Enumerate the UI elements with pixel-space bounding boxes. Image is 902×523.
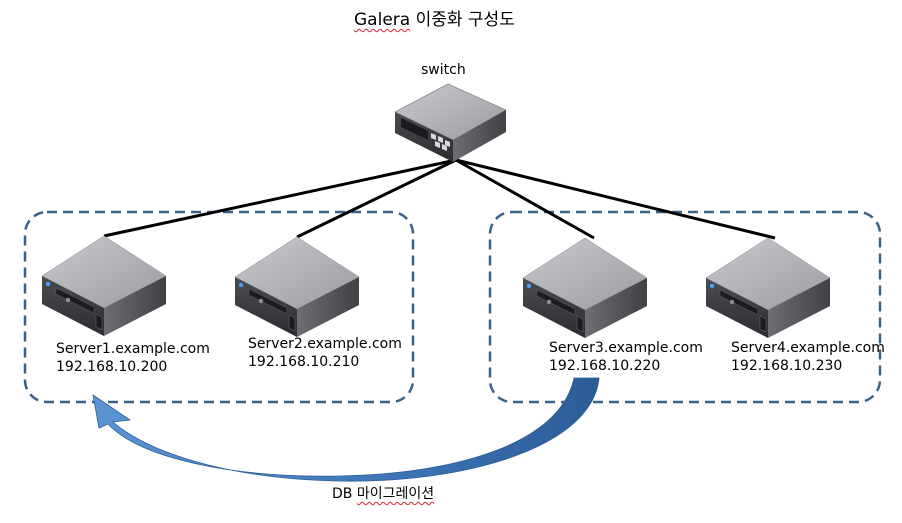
migration-prefix: DB <box>332 486 353 502</box>
migration-label: DB 마이그레이션 <box>332 486 434 502</box>
migration-suffix: 마이그레이션 <box>356 486 435 502</box>
line-server3 <box>455 158 595 240</box>
diagram-title: Galera 이중화 구성도 <box>354 10 515 30</box>
server-icon-4 <box>705 237 831 338</box>
line-server2 <box>296 158 457 239</box>
server-ip: 192.168.10.220 <box>549 358 661 374</box>
migration-arrow-icon <box>92 377 600 482</box>
server-hostname: Server4.example.com <box>731 340 885 356</box>
server-ip: 192.168.10.200 <box>56 359 168 375</box>
group-left <box>23 210 415 404</box>
server-label-4: Server4.example.com 192.168.10.230 <box>731 339 885 375</box>
switch-icon <box>394 83 507 162</box>
connection-lines <box>103 158 776 240</box>
server-label-3: Server3.example.com 192.168.10.220 <box>549 339 703 375</box>
line-server4 <box>455 158 776 240</box>
title-suffix: 이중화 구성도 <box>415 10 515 30</box>
server-ip: 192.168.10.210 <box>248 354 360 370</box>
server-icon-2 <box>234 236 360 337</box>
server-ip: 192.168.10.230 <box>731 358 843 374</box>
server-icon-1 <box>41 235 167 336</box>
group-right <box>488 210 882 404</box>
server-label-2: Server2.example.com 192.168.10.210 <box>248 335 402 371</box>
server-hostname: Server1.example.com <box>56 341 210 357</box>
line-server1 <box>103 158 457 238</box>
server-hostname: Server3.example.com <box>549 340 703 356</box>
server-label-1: Server1.example.com 192.168.10.200 <box>56 340 210 376</box>
server-hostname: Server2.example.com <box>248 336 402 352</box>
switch-label: switch <box>421 62 466 78</box>
server-icon-3 <box>522 237 648 338</box>
title-prefix: Galera <box>354 10 411 30</box>
